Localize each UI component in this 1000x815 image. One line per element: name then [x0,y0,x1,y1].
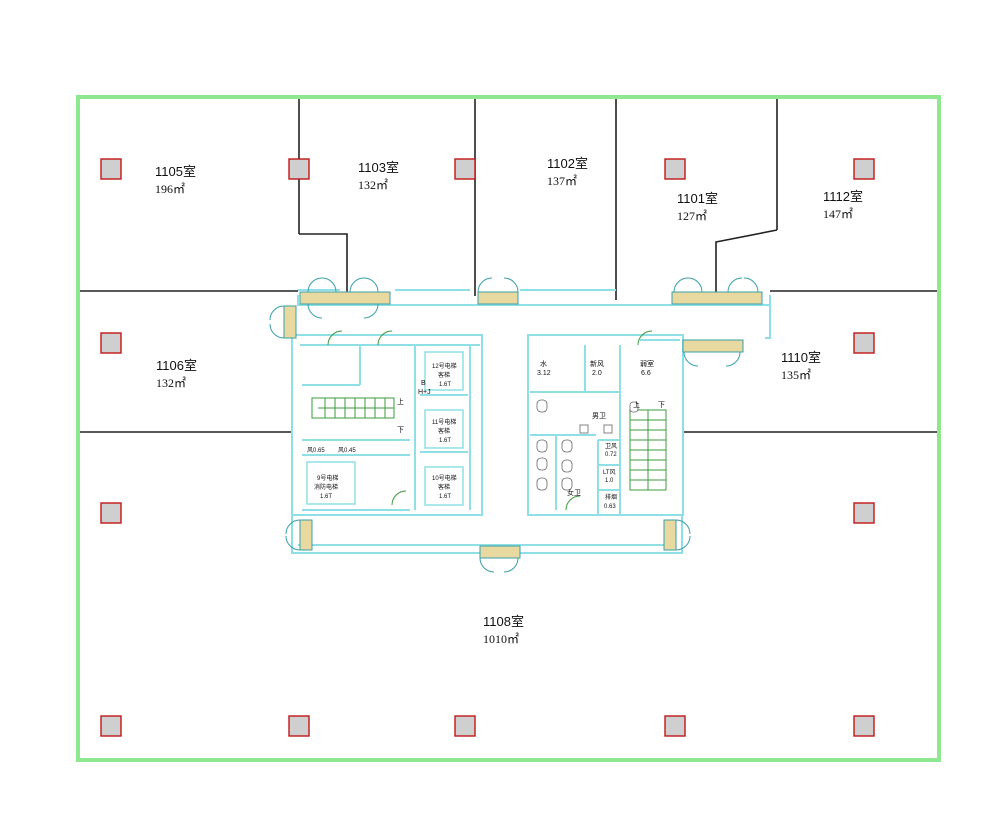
elev11-load: 1.6T [439,438,451,444]
weak-room-area: 6.6 [641,370,651,377]
water-area: 3.12 [537,370,551,377]
room-1108-area: 1010㎡ [483,632,519,646]
bhj-b: B [421,380,426,387]
partitions [80,99,937,433]
stair-right-down: 下 [658,401,665,409]
stair-right-up: 上 [633,400,640,409]
bhj-label: H+J [418,389,431,396]
stair-left [311,397,395,419]
shaft1-area: 0.72 [605,452,617,458]
toilet-stalls [536,399,639,491]
elev12-type: 客梯 [438,371,450,379]
elev11-name: 11号电梯 [432,418,456,426]
room-1112-area: 147㎡ [823,207,853,221]
elev11-type: 客梯 [438,427,450,435]
columns [100,158,875,737]
elev10-load: 1.6T [439,494,451,500]
elevator-cars [306,351,464,506]
green-door-swings [327,330,653,511]
room-1103-label: 1103室 [358,160,399,175]
shaft-b: 风0.45 [338,447,356,454]
shaft2-label: LT风 [603,469,616,476]
room-1105-area: 196㎡ [155,182,185,196]
door-swings [269,277,759,573]
room-1105-label: 1105室 [155,164,196,179]
shaft3-area: 0.63 [604,504,616,510]
elev9-name: 9号电梯 [317,474,338,482]
stair-left-down: 下 [397,426,404,434]
shaft-a: 风0.65 [307,447,325,454]
elev12-name: 12号电梯 [432,362,457,370]
stair-right [629,409,667,491]
door-panels [283,291,763,559]
room-1110-area: 135㎡ [781,368,811,382]
fresh-air-area: 2.0 [592,370,602,377]
corridor [291,289,771,554]
fresh-air-label: 新风 [590,359,604,368]
room-1102-area: 137㎡ [547,174,577,188]
room-1112-label: 1112室 [823,189,863,204]
elev9-load: 1.6T [320,494,332,500]
shaft2-area: 1.0 [605,478,614,484]
stair-left-up: 上 [397,397,404,406]
elev10-type: 客梯 [438,483,450,491]
room-1106-area: 132㎡ [156,376,186,390]
room-1101-area: 127㎡ [677,209,707,223]
elev9-type: 消防电梯 [314,483,338,491]
weak-room-label: 弱室 [640,359,654,368]
outer-wall [76,95,941,762]
water-label: 水 [540,359,547,368]
room-1108-label: 1108室 [483,614,524,629]
room-1102-label: 1102室 [547,156,588,171]
room-1101-label: 1101室 [677,191,718,206]
male-wc-label: 男卫 [592,412,606,420]
room-1103-area: 132㎡ [358,178,388,192]
room-1106-label: 1106室 [156,358,197,373]
female-wc-label: 女卫 [567,488,581,497]
shaft1-label: 卫风 [605,443,617,450]
shaft3-label: 排烟 [605,493,617,501]
elev12-load: 1.6T [439,382,451,388]
elev10-name: 10号电梯 [432,474,457,482]
room-1110-label: 1110室 [781,350,821,365]
